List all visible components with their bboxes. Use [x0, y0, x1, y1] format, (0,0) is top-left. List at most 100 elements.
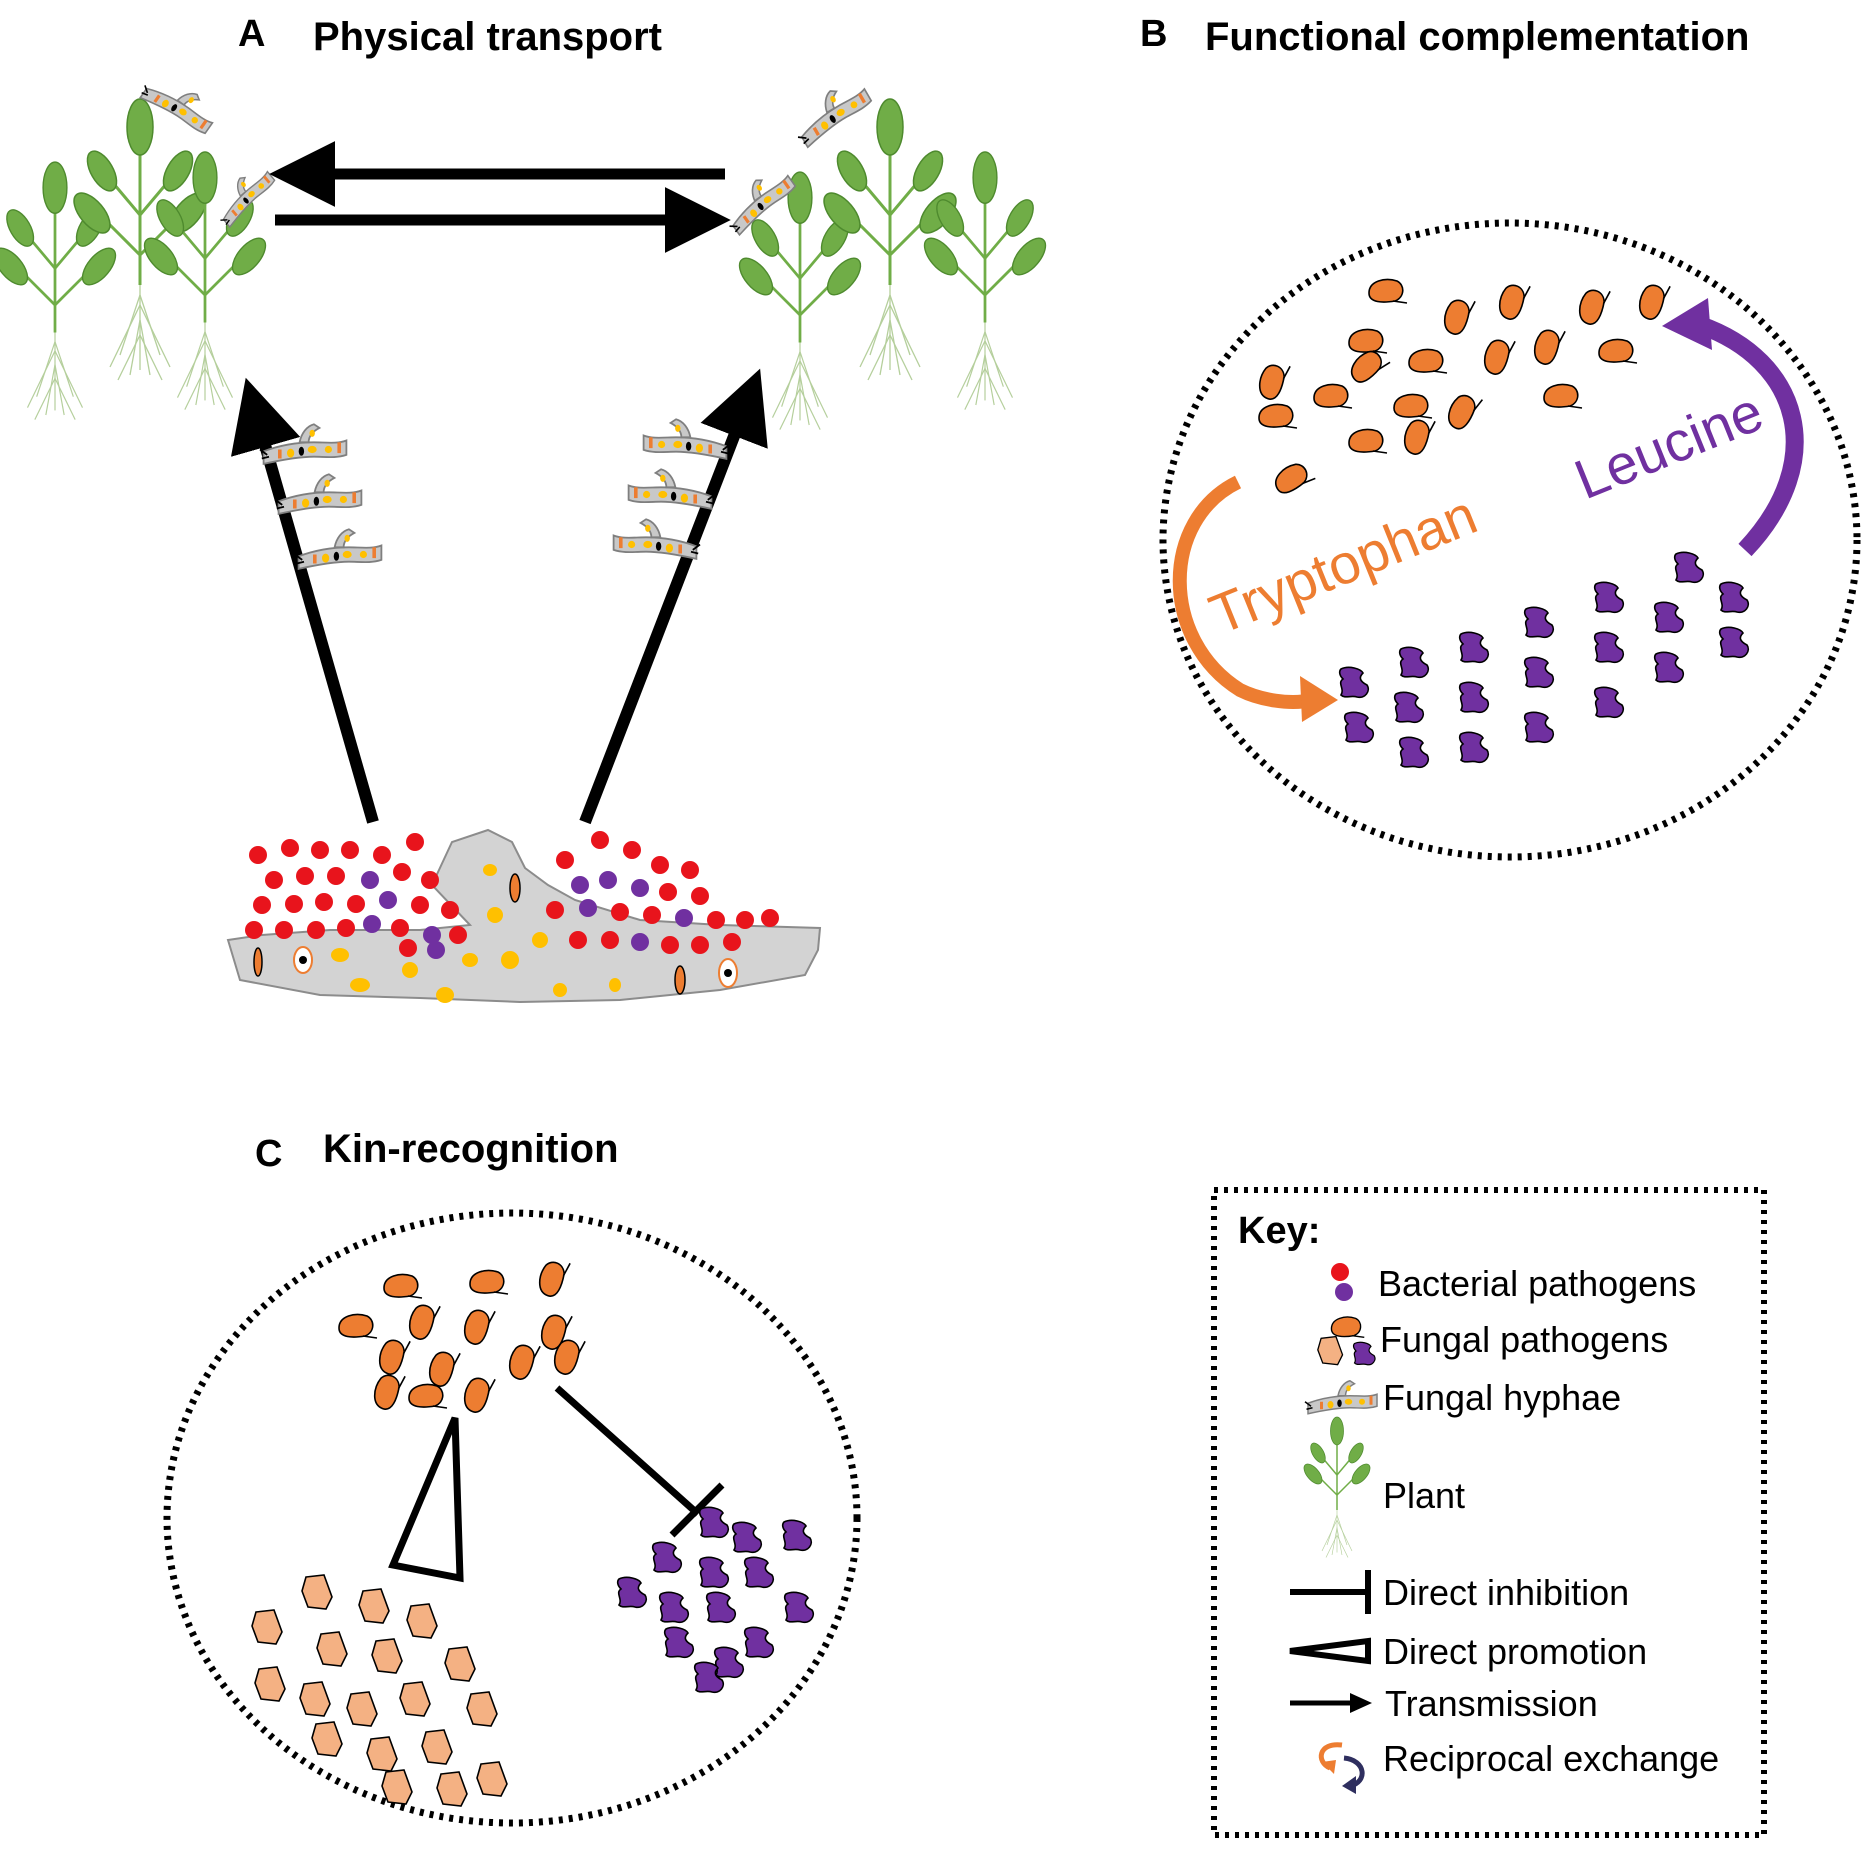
key-label-fungal-hyphae: Fungal hyphae — [1383, 1377, 1621, 1418]
fungal-pathogen-icon — [1523, 606, 1555, 639]
fungal-pathogen-icon — [1494, 277, 1531, 323]
right-plant-group — [715, 74, 1054, 432]
fungal-pathogen-icon — [406, 1603, 438, 1639]
fungal-pathogen-icon — [1458, 681, 1490, 714]
fungal-pathogen-icon — [466, 1691, 498, 1727]
fungal-pathogen-icon — [346, 1691, 378, 1727]
hyphae-icon — [627, 468, 716, 510]
fungal-pathogen-icon — [358, 1588, 390, 1624]
inhibition-icon — [1290, 1570, 1371, 1614]
hyphae-icon — [294, 528, 383, 570]
fungal-pathogen-icon — [1338, 666, 1370, 699]
fungal-pathogen-icon — [1317, 1316, 1376, 1366]
fungal-pathogen-icon — [383, 1273, 423, 1299]
fungal-pathogen-icon — [301, 1574, 333, 1610]
fungal-pathogen-icon — [731, 1521, 763, 1554]
tryptophan-arrowhead — [1300, 676, 1338, 722]
fungal-pathogen-icon — [651, 1541, 683, 1574]
fungal-pathogen-icon — [476, 1761, 508, 1797]
fungal-pathogen-icon — [459, 1302, 496, 1348]
panel-b: B Functional complementation — [1140, 13, 1861, 861]
fungal-pathogen-icon — [616, 1576, 648, 1609]
inhibition-line — [554, 1385, 701, 1517]
panel-b-letter: B — [1140, 13, 1167, 55]
key-title: Key: — [1238, 1210, 1320, 1252]
transmission-arrow-up-left — [230, 377, 379, 824]
hyphae-icon — [274, 473, 363, 515]
panel-c-letter: C — [255, 1133, 282, 1175]
fungal-pathogen-icon — [1543, 383, 1583, 409]
fungal-pathogen-icon — [1458, 631, 1490, 664]
hyphae-icon — [642, 418, 731, 460]
fungal-pathogen-icon — [1598, 338, 1638, 364]
hyphae-icon — [259, 423, 348, 465]
panel-c-title: Kin-recognition — [323, 1127, 619, 1171]
fungal-pathogen-icon — [1593, 686, 1625, 719]
fungal-pathogen-icon — [366, 1736, 398, 1772]
fungal-pathogen-icon — [1258, 403, 1298, 429]
fungal-pathogen-icon — [459, 1370, 496, 1416]
bacteria-cluster-right — [546, 831, 779, 954]
panel-c-boundary — [163, 1209, 861, 1827]
fungal-pathogen-icon — [1458, 731, 1490, 764]
fungal-pathogen-icon — [1653, 601, 1685, 634]
fungal-pathogen-icon — [781, 1519, 813, 1552]
fungal-pathogen-icon — [1398, 646, 1430, 679]
fungal-pathogen-icon — [254, 1666, 286, 1702]
key-label-direct-promotion: Direct promotion — [1383, 1631, 1647, 1672]
fungal-pathogen-icon — [743, 1556, 775, 1589]
panel-a: A Physical transport — [0, 13, 1054, 1004]
transmission-arrow-up-right — [579, 368, 768, 825]
plant-icon — [0, 160, 124, 422]
fungal-pathogen-icon — [1593, 581, 1625, 614]
hyphae-icon — [1304, 1379, 1378, 1415]
fungal-pathogen-icon — [299, 1681, 331, 1717]
fungal-pathogen-icon — [658, 1591, 690, 1624]
fungal-pathogen-icon — [311, 1721, 343, 1757]
fungal-pathogen-icon — [381, 1769, 413, 1805]
fungal-pathogen-icon — [698, 1556, 730, 1589]
fungal-pathogen-icon — [436, 1771, 468, 1807]
root-hypha-with-bacteria — [226, 828, 822, 1004]
fungal-pathogen-icon — [404, 1297, 441, 1343]
hyphae-icon — [785, 74, 877, 150]
bacteria-cluster-left — [245, 833, 467, 959]
reciprocal-exchange-icon — [1318, 1742, 1365, 1794]
orange-fungal-cluster — [338, 1254, 586, 1416]
fungal-pathogen-icon — [1718, 581, 1750, 614]
fungal-pathogen-icon — [444, 1646, 476, 1682]
fungal-pathogen-icon — [1313, 383, 1353, 409]
leucine-label: Leucine — [1566, 379, 1771, 511]
fungal-pathogen-icon — [371, 1638, 403, 1674]
fungal-pathogen-icon — [1254, 357, 1291, 403]
fungal-pathogen-icon — [698, 1506, 730, 1539]
key-label-bacterial-pathogens: Bacterial pathogens — [1378, 1263, 1696, 1304]
fungal-pathogen-icon — [1343, 711, 1375, 744]
fungal-pathogen-icon — [504, 1337, 541, 1383]
purple-fungal-population — [1338, 551, 1750, 769]
hyphae-icon — [612, 518, 701, 560]
bacteria-icon — [1331, 1263, 1353, 1301]
purple-fungal-cluster — [616, 1506, 815, 1694]
transmission-arrow-icon — [1290, 1693, 1372, 1713]
key-label-transmission: Transmission — [1385, 1683, 1598, 1724]
panel-b-boundary — [1159, 219, 1861, 861]
fungal-pathogen-icon — [1398, 736, 1430, 769]
panel-a-letter: A — [238, 13, 265, 55]
peach-fungal-cluster — [251, 1574, 508, 1807]
fungal-pathogen-icon — [1673, 551, 1705, 584]
fungal-pathogen-icon — [251, 1609, 283, 1645]
fungal-pathogen-icon — [469, 1269, 509, 1295]
fungal-pathogen-icon — [1529, 322, 1566, 368]
fungal-pathogen-icon — [1479, 332, 1516, 378]
plant-icon — [916, 150, 1054, 412]
fungal-pathogen-icon — [424, 1344, 461, 1390]
fungal-pathogen-icon — [1653, 651, 1685, 684]
hypha-spores — [253, 864, 738, 1003]
fungal-pathogen-icon — [663, 1626, 695, 1659]
key-border — [1211, 1187, 1767, 1838]
fungal-pathogen-icon — [1393, 393, 1433, 419]
fungal-pathogen-icon — [1439, 292, 1476, 338]
fungal-pathogen-icon — [1718, 626, 1750, 659]
